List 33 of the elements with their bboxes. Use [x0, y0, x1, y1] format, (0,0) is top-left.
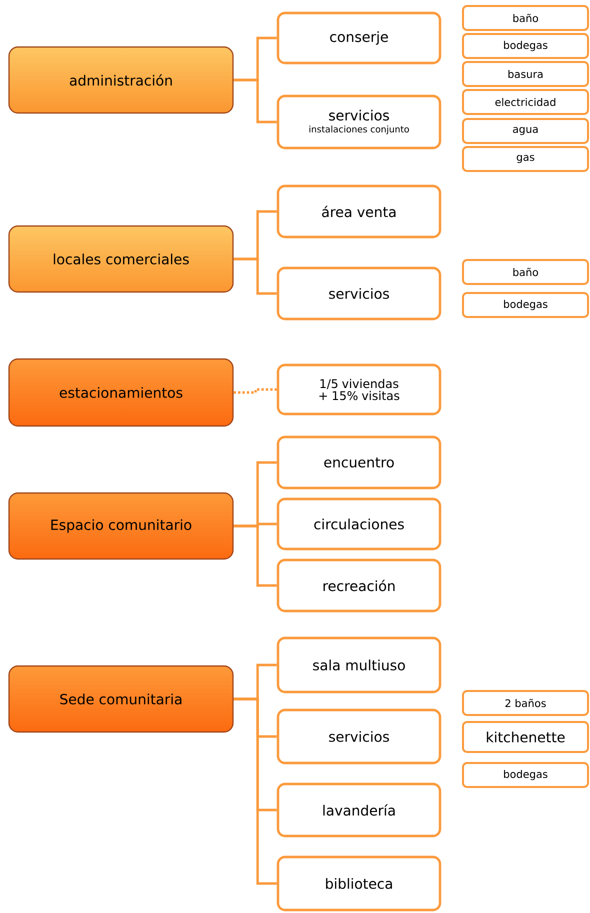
detail-tag: bodegas: [462, 33, 589, 59]
connector: [234, 388, 277, 394]
item-box: lavandería: [276, 782, 442, 838]
detail-tag: agua: [462, 118, 589, 144]
item-box: recreación: [276, 558, 442, 612]
item-box: servicios instalaciones conjunto: [276, 94, 442, 150]
item-box: biblioteca: [276, 856, 442, 912]
item-box: servicios: [276, 708, 442, 764]
item-box: área venta: [276, 184, 442, 238]
connector: [234, 698, 277, 885]
connector: [234, 78, 277, 124]
detail-tag: electricidad: [462, 89, 589, 115]
detail-tag: basura: [462, 61, 589, 87]
item-box: conserje: [276, 12, 442, 64]
category-box: estacionamientos: [8, 358, 234, 427]
category-box: Sede comunitaria: [8, 665, 234, 733]
detail-tag: gas: [462, 146, 589, 172]
category-box: locales comerciales: [8, 225, 234, 293]
item-box: 1/5 viviendas + 15% visitas: [276, 364, 442, 416]
item-box: servicios: [276, 266, 442, 320]
detail-tag: bodegas: [462, 762, 589, 788]
item-box: sala multiuso: [276, 636, 442, 694]
item-box: encuentro: [276, 436, 442, 490]
detail-tag: baño: [462, 5, 589, 31]
connector: [234, 524, 277, 587]
category-box: Espacio comunitario: [8, 492, 234, 560]
detail-tag: kitchenette: [462, 721, 589, 753]
detail-tag: 2 baños: [462, 690, 589, 716]
detail-tag: baño: [462, 259, 589, 285]
item-box: circulaciones: [276, 498, 442, 550]
connector: [234, 258, 277, 295]
category-box: administración: [8, 46, 234, 114]
detail-tag: bodegas: [462, 292, 589, 318]
